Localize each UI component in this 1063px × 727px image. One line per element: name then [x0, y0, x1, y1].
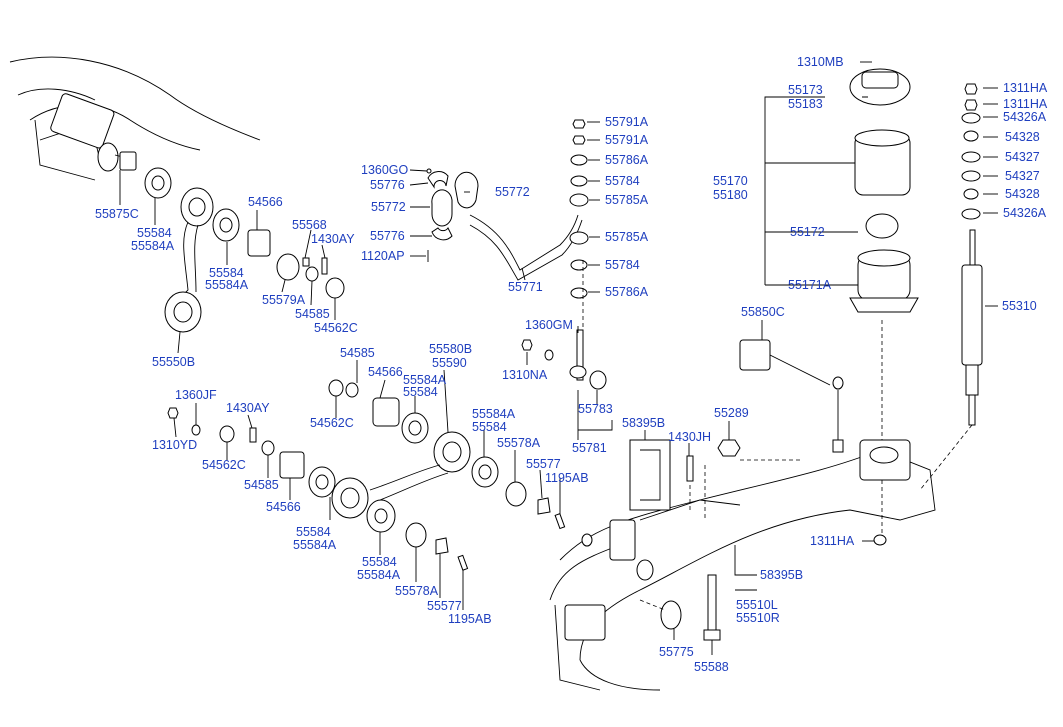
- label-55510R: 55510R: [736, 611, 780, 625]
- label-55776: 55776: [370, 178, 405, 192]
- label-55850C: 55850C: [741, 305, 785, 319]
- label-55584: 55584: [137, 226, 172, 240]
- label-1310YD: 1310YD: [152, 438, 197, 452]
- label-1311HA: 1311HA: [1003, 81, 1048, 95]
- label-55568: 55568: [292, 218, 327, 232]
- label-55584: 55584: [209, 266, 244, 280]
- label-1360GM: 1360GM: [525, 318, 573, 332]
- label-54566: 54566: [248, 195, 283, 209]
- label-55584: 55584: [403, 385, 438, 399]
- label-55578A: 55578A: [395, 584, 439, 598]
- label-55784: 55784: [605, 258, 640, 272]
- label-1430AY: 1430AY: [226, 401, 270, 415]
- label-55584: 55584: [362, 555, 397, 569]
- label-58395B: 58395B: [622, 416, 665, 430]
- label-55771: 55771: [508, 280, 543, 294]
- label-55550B: 55550B: [152, 355, 195, 369]
- label-55584A: 55584A: [472, 407, 516, 421]
- label-1430AY: 1430AY: [311, 232, 355, 246]
- label-54566: 54566: [368, 365, 403, 379]
- label-54585: 54585: [340, 346, 375, 360]
- label-55785A: 55785A: [605, 230, 649, 244]
- label-55775: 55775: [659, 645, 694, 659]
- label-58395B: 58395B: [760, 568, 803, 582]
- label-55579A: 55579A: [262, 293, 306, 307]
- label-55584A: 55584A: [403, 373, 447, 387]
- label-55584A: 55584A: [293, 538, 337, 552]
- drawing: [9, 56, 983, 691]
- label-55584: 55584: [472, 420, 507, 434]
- label-1310MB: 1310MB: [797, 55, 844, 69]
- label-55588: 55588: [694, 660, 729, 674]
- label-55772: 55772: [495, 185, 530, 199]
- label-55170: 55170: [713, 174, 748, 188]
- label-55173: 55173: [788, 83, 823, 97]
- label-55772: 55772: [371, 200, 406, 214]
- label-54585: 54585: [244, 478, 279, 492]
- label-54327: 54327: [1005, 169, 1040, 183]
- label-1360GO: 1360GO: [361, 163, 409, 177]
- label-1360JF: 1360JF: [175, 388, 217, 402]
- label-54328: 54328: [1005, 187, 1040, 201]
- part-labels: 55875C 55584 55584A 54566 55584 55584A 5…: [95, 55, 1048, 674]
- label-55786A: 55786A: [605, 285, 649, 299]
- label-55577: 55577: [526, 457, 561, 471]
- label-55791A: 55791A: [605, 115, 649, 129]
- label-55584A: 55584A: [131, 239, 175, 253]
- label-55171A: 55171A: [788, 278, 832, 292]
- label-1195AB: 1195AB: [448, 612, 492, 626]
- label-1311HA: 1311HA: [810, 534, 855, 548]
- label-55776: 55776: [370, 229, 405, 243]
- label-1430JH: 1430JH: [668, 430, 711, 444]
- label-54562C: 54562C: [202, 458, 246, 472]
- label-55781: 55781: [572, 441, 607, 455]
- leader-lines: [119, 61, 998, 655]
- label-1195AB: 1195AB: [545, 471, 589, 485]
- label-55180: 55180: [713, 188, 748, 202]
- label-55578A: 55578A: [497, 436, 541, 450]
- label-55791A: 55791A: [605, 133, 649, 147]
- label-55584A: 55584A: [205, 278, 249, 292]
- label-54566: 54566: [266, 500, 301, 514]
- label-54562C: 54562C: [314, 321, 358, 335]
- label-55584A: 55584A: [357, 568, 401, 582]
- label-54562C: 54562C: [310, 416, 354, 430]
- label-55289: 55289: [714, 406, 749, 420]
- label-54328: 54328: [1005, 130, 1040, 144]
- label-55783: 55783: [578, 402, 613, 416]
- label-55875C: 55875C: [95, 207, 139, 221]
- label-54327: 54327: [1005, 150, 1040, 164]
- label-55183: 55183: [788, 97, 823, 111]
- label-55590: 55590: [432, 356, 467, 370]
- label-55784: 55784: [605, 174, 640, 188]
- label-54326A: 54326A: [1003, 206, 1047, 220]
- label-55310: 55310: [1002, 299, 1037, 313]
- label-55172: 55172: [790, 225, 825, 239]
- label-54585: 54585: [295, 307, 330, 321]
- label-55584: 55584: [296, 525, 331, 539]
- label-1311HA: 1311HA: [1003, 97, 1048, 111]
- label-54326A: 54326A: [1003, 110, 1047, 124]
- label-55785A: 55785A: [605, 193, 649, 207]
- label-55577: 55577: [427, 599, 462, 613]
- label-55786A: 55786A: [605, 153, 649, 167]
- label-1310NA: 1310NA: [502, 368, 548, 382]
- label-1120AP: 1120AP: [361, 249, 405, 263]
- label-55510L: 55510L: [736, 598, 778, 612]
- label-55580B: 55580B: [429, 342, 472, 356]
